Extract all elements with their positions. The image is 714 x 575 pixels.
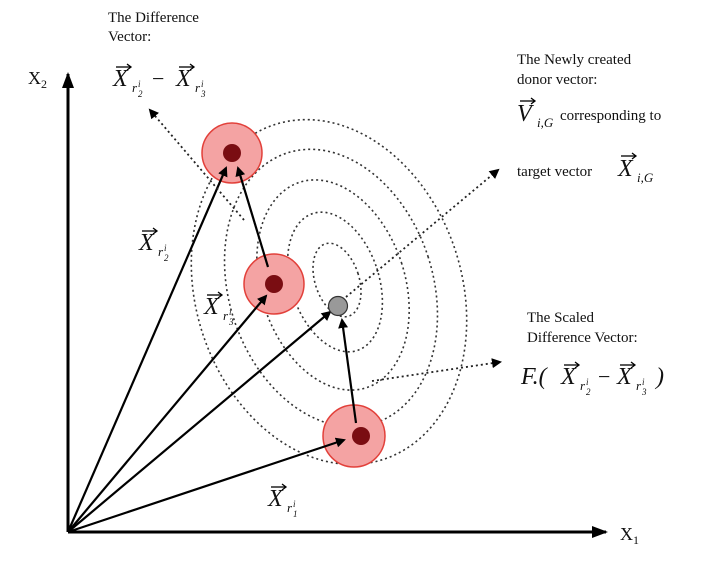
scaled-difference-pointer (371, 358, 502, 382)
svg-text:X: X (267, 486, 284, 512)
annotation-pointers (148, 108, 502, 382)
donor-vector-annotation: The Newly created donor vector: V i,G co… (517, 52, 661, 185)
contour-ring-2 (286, 211, 384, 353)
donor-formula: V i,G (517, 97, 554, 130)
svg-text:r: r (132, 80, 138, 95)
y-axis-label: X2 (28, 68, 47, 91)
scaled-difference-r1-to-donor (338, 318, 358, 424)
vector-label-r2: X r 2 i (138, 227, 169, 263)
svg-text:3: 3 (200, 89, 206, 99)
svg-text:r: r (158, 244, 164, 259)
donor-subtitle: donor vector: (517, 72, 597, 88)
donor-vector-pointer (345, 168, 500, 298)
difference-vector-subtitle: Vector: (108, 29, 151, 45)
svg-text:i,G: i,G (637, 170, 654, 185)
svg-text:i: i (138, 79, 141, 89)
target-vector-text: target vector (517, 164, 592, 180)
population-members (201, 122, 386, 468)
svg-text:i,G: i,G (537, 115, 554, 130)
svg-text:X: X (112, 66, 129, 92)
origin-vectors (66, 166, 346, 534)
svg-text:2: 2 (164, 253, 169, 263)
svg-text:r: r (195, 80, 201, 95)
contour-ring-1 (312, 242, 362, 318)
svg-text:i: i (586, 377, 589, 387)
vector-label-r1: X r 1 i (267, 483, 298, 519)
svg-text:i: i (642, 377, 645, 387)
svg-text:i: i (229, 307, 232, 317)
svg-text:F.(: F.( (520, 364, 549, 390)
donor-point (327, 295, 349, 317)
svg-text:X: X (617, 156, 634, 182)
difference-vector-title: The Difference (108, 10, 199, 26)
vector-to-r3 (67, 294, 268, 533)
svg-text:−: − (598, 364, 610, 389)
svg-text:r: r (223, 308, 229, 323)
vector-label-r3: X r 3 i (203, 291, 234, 327)
svg-text:1: 1 (293, 509, 298, 519)
difference-r3-to-r2 (235, 166, 270, 268)
scaled-difference-annotation: The Scaled Difference Vector: F.( X r 2 … (520, 310, 664, 397)
svg-text:V: V (517, 101, 534, 127)
scaled-formula: F.( X r 2 i − X r 3 i ) (520, 361, 664, 397)
point-r2 (223, 144, 241, 162)
svg-text:X: X (138, 230, 155, 256)
vector-to-r1 (67, 437, 346, 534)
svg-text:X: X (560, 364, 577, 390)
svg-text:): ) (654, 364, 664, 390)
svg-text:r: r (580, 378, 586, 393)
vector-to-donor (67, 310, 332, 533)
point-r3 (265, 275, 283, 293)
svg-text:X: X (616, 364, 633, 390)
difference-vector-annotation: The Difference Vector: X r 2 i − X r 3 i (108, 10, 206, 99)
difference-vector-pointer (148, 108, 245, 221)
donor-corresponding-text: corresponding to (560, 108, 661, 124)
contour-ring-5 (190, 118, 468, 466)
svg-text:i: i (164, 243, 167, 253)
svg-text:2: 2 (586, 387, 591, 397)
axes: X1 X2 (28, 68, 639, 547)
scaled-title: The Scaled (527, 310, 595, 326)
svg-text:i: i (201, 79, 204, 89)
svg-text:−: − (152, 66, 164, 91)
svg-text:i: i (293, 499, 296, 509)
contour-ring-4 (223, 148, 439, 428)
donor-title: The Newly created (517, 52, 632, 68)
point-r1 (352, 427, 370, 445)
x-axis-label: X1 (620, 524, 639, 547)
vector-points (223, 144, 370, 445)
vector-to-r2 (66, 166, 228, 533)
difference-vectors (235, 166, 358, 424)
svg-text:3: 3 (641, 387, 647, 397)
svg-text:3: 3 (228, 317, 234, 327)
scaled-subtitle: Difference Vector: (527, 330, 638, 346)
svg-text:r: r (636, 378, 642, 393)
svg-text:2: 2 (138, 89, 143, 99)
svg-text:X: X (203, 294, 220, 320)
target-formula: X i,G (617, 152, 654, 185)
svg-text:X: X (175, 66, 192, 92)
difference-formula: X r 2 i − X r 3 i (112, 63, 206, 99)
svg-text:r: r (287, 500, 293, 515)
